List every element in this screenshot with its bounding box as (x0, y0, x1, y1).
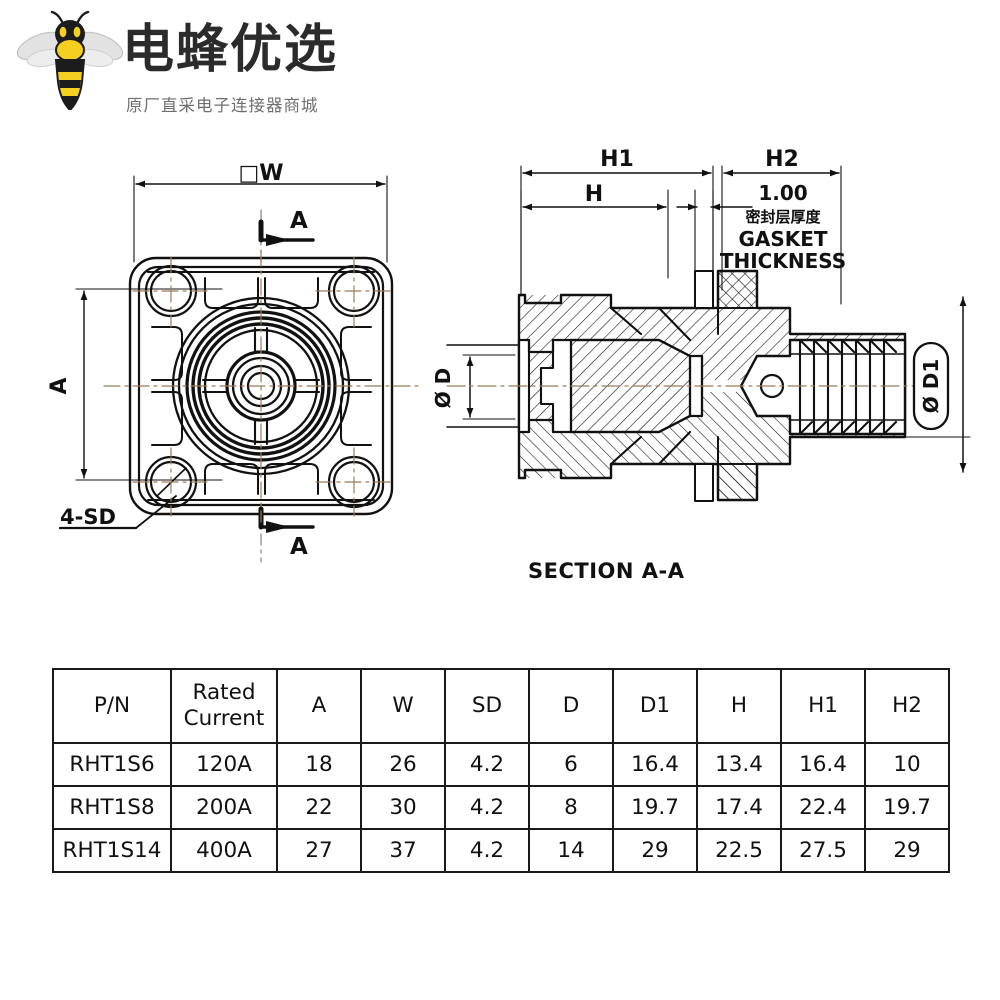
cell-h: 22.5 (696, 828, 782, 873)
label-dim-h1: H1 (600, 147, 634, 172)
dimension-h2 (721, 165, 842, 305)
cell-sd: 4.2 (444, 785, 530, 830)
col-header-h1: H1 (780, 668, 866, 744)
col-header-sd: SD (444, 668, 530, 744)
col-header-h: H (696, 668, 782, 744)
cell-d: 14 (528, 828, 614, 873)
brand-tagline: 原厂直采电子连接器商城 (126, 96, 319, 115)
cell-d: 6 (528, 742, 614, 787)
brand-name: 电蜂优选 (122, 20, 339, 80)
cell-w: 26 (360, 742, 446, 787)
section-arrow-top (258, 219, 315, 246)
threaded-stud (739, 338, 907, 436)
dimension-d (462, 354, 516, 420)
table-row: RHT1S8 200A 22 30 4.2 8 19.7 17.4 22.4 1… (52, 785, 950, 830)
specification-table-wrapper: P/N Rated Current A W SD D D1 H H1 H2 RH… (52, 668, 950, 873)
label-dim-h2: H2 (765, 147, 799, 172)
col-header-a: A (276, 668, 362, 744)
cell-h2: 19.7 (864, 785, 950, 830)
technical-drawing: □W A 4-SD A A H1 H2 H 1.00 密封层厚度 GASKET … (47, 147, 971, 583)
label-gasket-en-line2: THICKNESS (720, 249, 846, 273)
cell-sd: 4.2 (444, 742, 530, 787)
cell-rated-current: 200A (170, 785, 278, 830)
centerlines-front (103, 249, 421, 523)
label-dim-a-front: A (47, 377, 72, 394)
d1-badge (912, 341, 950, 431)
cell-pn: RHT1S8 (52, 785, 172, 830)
cell-a: 22 (276, 785, 362, 830)
cell-h1: 22.4 (780, 785, 866, 830)
cell-h: 13.4 (696, 742, 782, 787)
dimension-h1 (520, 165, 714, 291)
col-header-w: W (360, 668, 446, 744)
table-header-row: P/N Rated Current A W SD D D1 H H1 H2 (52, 668, 950, 744)
table-row: RHT1S14 400A 27 37 4.2 14 29 22.5 27.5 2… (52, 828, 950, 873)
brand-header: 电蜂优选 原厂直采电子连接器商城 (8, 10, 338, 122)
front-view (58, 175, 421, 563)
col-header-rated-current-line1: Rated (192, 680, 256, 706)
label-dim-d: Ø D (431, 368, 455, 409)
dimension-a-front (75, 288, 223, 481)
cell-h2: 29 (864, 828, 950, 873)
cell-h: 17.4 (696, 785, 782, 830)
label-dim-w: □W (238, 161, 283, 186)
col-header-d1: D1 (612, 668, 698, 744)
cell-rated-current: 120A (170, 742, 278, 787)
cell-h2: 10 (864, 742, 950, 787)
col-header-rated-current-line2: Current (183, 706, 265, 731)
label-gasket-value: 1.00 (758, 181, 807, 205)
cell-a: 27 (276, 828, 362, 873)
cell-pn: RHT1S6 (52, 742, 172, 787)
cell-w: 37 (360, 828, 446, 873)
cell-sd: 4.2 (444, 828, 530, 873)
section-arrow-bottom (258, 506, 315, 533)
col-header-d: D (528, 668, 614, 744)
table-row: RHT1S6 120A 18 26 4.2 6 16.4 13.4 16.4 1… (52, 742, 950, 787)
cell-h1: 16.4 (780, 742, 866, 787)
label-hole-callout: 4-SD (60, 505, 116, 529)
label-section-title: SECTION A-A (528, 559, 685, 583)
section-view (446, 165, 971, 502)
col-header-rated-current: Rated Current (170, 668, 278, 744)
label-section-mark-top: A (290, 208, 308, 234)
cell-d: 8 (528, 785, 614, 830)
label-gasket-cn: 密封层厚度 (745, 208, 821, 226)
col-header-h2: H2 (864, 668, 950, 744)
cell-a: 18 (276, 742, 362, 787)
col-header-pn: P/N (52, 668, 172, 744)
cell-w: 30 (360, 785, 446, 830)
cell-d1: 29 (612, 828, 698, 873)
bee-icon (16, 10, 124, 110)
label-dim-d1: Ø D1 (919, 359, 943, 413)
cell-h1: 27.5 (780, 828, 866, 873)
dimension-h (520, 189, 669, 297)
label-section-mark-bottom: A (290, 534, 308, 560)
cell-d1: 16.4 (612, 742, 698, 787)
dimension-w (133, 175, 388, 263)
cell-rated-current: 400A (170, 828, 278, 873)
hole-callout-leader (58, 495, 177, 530)
cell-pn: RHT1S14 (52, 828, 172, 873)
label-gasket-en-line1: GASKET (738, 227, 827, 251)
cell-d1: 19.7 (612, 785, 698, 830)
label-dim-h: H (585, 182, 603, 207)
dimension-d1 (904, 296, 971, 473)
specification-table: P/N Rated Current A W SD D D1 H H1 H2 RH… (52, 668, 950, 873)
